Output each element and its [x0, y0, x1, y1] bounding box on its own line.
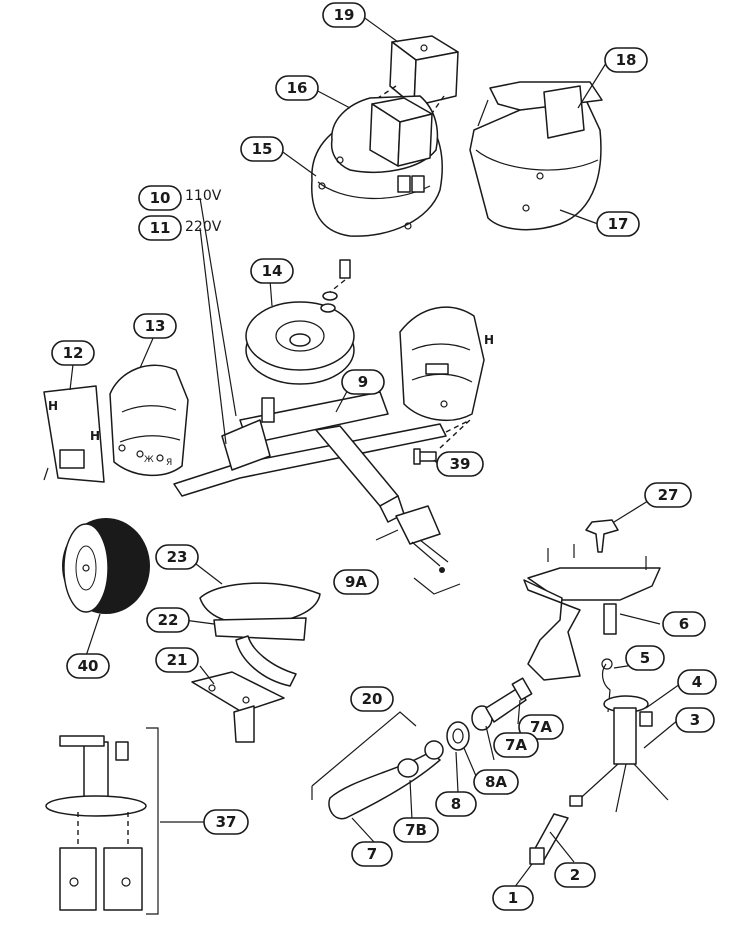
- part-39-knob: [413, 448, 437, 465]
- callout-21: 21: [155, 647, 199, 673]
- svg-text:39: 39: [450, 455, 471, 473]
- svg-text:23: 23: [167, 548, 188, 566]
- callout-8: 8: [435, 791, 477, 817]
- callout-40: 40: [66, 653, 110, 679]
- callout-12: 12: [51, 340, 95, 366]
- part-1-2-pin: [529, 813, 569, 865]
- callout-2: 2: [554, 862, 596, 888]
- svg-text:19: 19: [334, 6, 355, 24]
- part-23-22-seat: [199, 582, 321, 687]
- panel-right-letter: H: [484, 333, 494, 347]
- svg-text:40: 40: [78, 657, 99, 675]
- part-12-mount-plate: [43, 385, 105, 483]
- svg-text:11: 11: [150, 219, 171, 237]
- part-14-flywheel: [245, 259, 355, 385]
- callout-9A: 9A: [333, 569, 379, 595]
- part-17-18-hopper: [469, 81, 603, 231]
- svg-text:7B: 7B: [405, 821, 427, 839]
- svg-text:13: 13: [145, 317, 166, 335]
- svg-text:7: 7: [367, 845, 377, 863]
- callout-39: 39: [436, 451, 484, 477]
- svg-text:1: 1: [508, 889, 518, 907]
- callout-8A: 8A: [473, 769, 519, 795]
- svg-text:9A: 9A: [345, 573, 367, 591]
- callout-11: 11: [138, 215, 182, 241]
- callout-20: 20: [350, 686, 394, 712]
- part-3-4-5-tripod: [569, 658, 669, 813]
- svg-text:22: 22: [158, 611, 179, 629]
- part-21-plate: [191, 671, 285, 743]
- svg-text:18: 18: [616, 51, 637, 69]
- svg-text:7A: 7A: [530, 718, 552, 736]
- callout-4: 4: [677, 669, 717, 695]
- part-7-8-arm-hardware: [311, 677, 533, 820]
- callout-7: 7: [351, 841, 393, 867]
- part-15-16-hopper: [311, 95, 443, 237]
- part-9-frame: [173, 391, 471, 523]
- svg-text:3: 3: [690, 711, 700, 729]
- part-37-stand-assembly: [45, 727, 159, 915]
- svg-text:110V: 110V: [185, 188, 222, 204]
- svg-text:16: 16: [287, 79, 308, 97]
- svg-text:10: 10: [150, 189, 171, 207]
- svg-text:7A: 7A: [505, 736, 527, 754]
- callout-18: 18: [604, 47, 648, 73]
- callout-13: 13: [133, 313, 177, 339]
- callout-22: 22: [146, 607, 190, 633]
- callout-14: 14: [250, 258, 294, 284]
- svg-text:9: 9: [358, 373, 368, 391]
- svg-text:8A: 8A: [485, 773, 507, 791]
- svg-text:8: 8: [451, 795, 461, 813]
- callout-27: 27: [644, 482, 692, 508]
- callout-1: 1: [492, 885, 534, 911]
- part-19-box: [389, 35, 459, 107]
- callout-10: 10: [138, 185, 182, 211]
- callout-19: 19: [322, 2, 366, 28]
- callout-15: 15: [240, 136, 284, 162]
- panel-13-speed-mark-a: Ж: [144, 455, 154, 465]
- svg-text:2: 2: [570, 866, 580, 884]
- svg-text:20: 20: [362, 690, 383, 708]
- svg-text:6: 6: [679, 615, 689, 633]
- callout-16: 16: [275, 75, 319, 101]
- callout-37: 37: [203, 809, 249, 835]
- svg-text:12: 12: [63, 344, 84, 362]
- svg-text:27: 27: [658, 486, 679, 504]
- callout-3: 3: [675, 707, 715, 733]
- callout-6: 6: [662, 611, 706, 637]
- callout-7B: 7B: [393, 817, 439, 843]
- svg-text:4: 4: [692, 673, 702, 691]
- panel-12-letter-bottom: H: [90, 429, 100, 443]
- voltage-220v: 220V: [185, 219, 222, 235]
- part-right-side-panel: [399, 306, 485, 422]
- part-6-27-tray: [523, 519, 661, 681]
- callout-5: 5: [625, 645, 665, 671]
- svg-text:5: 5: [640, 649, 650, 667]
- part-13-side-panel: [109, 364, 189, 477]
- svg-text:14: 14: [262, 262, 283, 280]
- part-40-tire: [62, 518, 150, 614]
- callout-7A-lower: 7A: [493, 732, 539, 758]
- voltage-110v: 110V: [185, 188, 222, 204]
- callout-17: 17: [596, 211, 640, 237]
- svg-text:37: 37: [216, 813, 237, 831]
- svg-text:220V: 220V: [185, 219, 222, 235]
- callout-23: 23: [155, 544, 199, 570]
- panel-12-letter-top: H: [48, 399, 58, 413]
- callout-9: 9: [341, 369, 385, 395]
- svg-text:17: 17: [608, 215, 629, 233]
- panel-13-speed-mark-b: Я: [166, 458, 172, 468]
- svg-text:21: 21: [167, 651, 188, 669]
- svg-text:15: 15: [252, 140, 273, 158]
- part-9A-bracket: [375, 505, 461, 595]
